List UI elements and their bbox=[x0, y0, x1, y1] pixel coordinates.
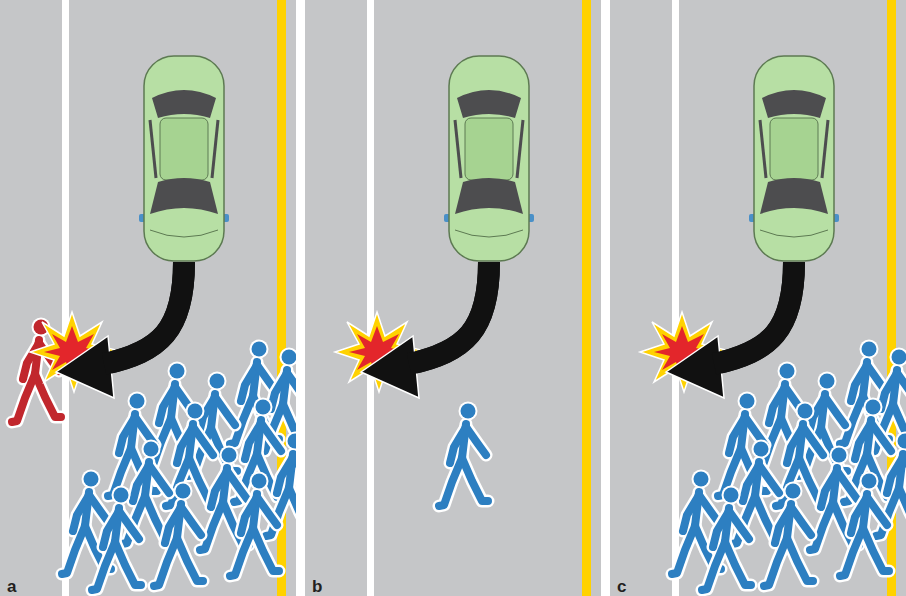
panel-letter: b bbox=[312, 578, 322, 595]
car bbox=[444, 0, 534, 261]
scenario-panel bbox=[0, 0, 315, 596]
car bbox=[139, 0, 229, 261]
scenario-panel bbox=[305, 0, 601, 596]
panel-letter: c bbox=[617, 578, 626, 595]
pedestrian bbox=[439, 402, 488, 507]
scenario-panel bbox=[610, 0, 906, 596]
panel-letter: a bbox=[7, 578, 16, 595]
car bbox=[749, 0, 839, 261]
